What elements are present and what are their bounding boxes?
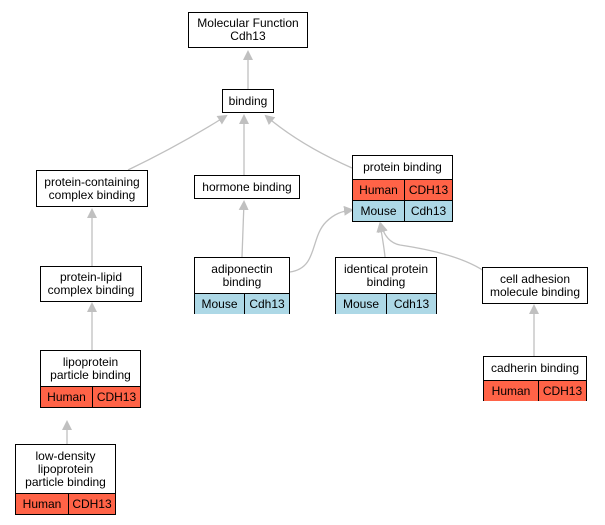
human-annotation-row: Human CDH13 <box>353 179 452 200</box>
gene-label-human: CDH13 <box>538 381 586 401</box>
node-molecular-function-root: Molecular Function Cdh13 <box>188 12 308 48</box>
species-label-human: Human <box>353 180 404 200</box>
node-label: protein-lipid complex binding <box>47 270 135 297</box>
mouse-annotation-row: Mouse Cdh13 <box>336 293 436 314</box>
gene-label-mouse: Cdh13 <box>244 294 289 314</box>
gene-label-human: CDH13 <box>404 180 452 200</box>
edge-adiponectin-to-hormone <box>238 200 249 258</box>
species-label-human: Human <box>41 387 92 407</box>
edge-adiponectin-to-protein <box>289 205 354 273</box>
node-label: identical protein binding <box>343 261 429 289</box>
node-label: adiponectin binding <box>211 261 273 289</box>
node-label: cell adhesion molecule binding <box>489 271 581 299</box>
species-label-human: Human <box>484 381 538 401</box>
node-label: protein-containing complex binding <box>44 174 140 202</box>
node-adiponectin-binding: adiponectin binding Mouse Cdh13 <box>194 257 290 314</box>
gene-label-mouse: Cdh13 <box>404 201 452 221</box>
node-cadherin-binding: cadherin binding Human CDH13 <box>483 356 587 401</box>
node-label: low-density lipoprotein particle binding <box>25 448 106 489</box>
edge-cell-adhesion-to-protein <box>378 222 485 272</box>
node-hormone-binding: hormone binding <box>194 175 300 199</box>
node-label: lipoprotein particle binding <box>50 354 131 382</box>
node-protein-binding: protein binding Human CDH13 Mouse Cdh13 <box>352 155 453 222</box>
edge-protein-to-binding <box>264 114 353 169</box>
node-identical-protein-binding: identical protein binding Mouse Cdh13 <box>335 257 437 314</box>
node-binding: binding <box>222 89 274 113</box>
gene-label-human: CDH13 <box>68 494 115 514</box>
edge-protein-containing-to-binding <box>127 114 228 171</box>
species-label-mouse: Mouse <box>353 201 404 221</box>
mouse-annotation-row: Mouse Cdh13 <box>353 200 452 221</box>
gene-label-human: CDH13 <box>92 387 140 407</box>
node-lipoprotein-particle-binding: lipoprotein particle binding Human CDH13 <box>40 350 141 408</box>
species-label-human: Human <box>16 494 68 514</box>
species-label-mouse: Mouse <box>336 294 386 314</box>
node-protein-containing-complex-binding: protein-containing complex binding <box>36 170 148 207</box>
species-label-mouse: Mouse <box>195 294 244 314</box>
node-protein-lipid-complex-binding: protein-lipid complex binding <box>40 266 142 302</box>
node-label: protein binding <box>363 160 442 174</box>
human-annotation-row: Human CDH13 <box>41 386 140 407</box>
mouse-annotation-row: Mouse Cdh13 <box>195 293 289 314</box>
node-cell-adhesion-molecule-binding: cell adhesion molecule binding <box>482 267 588 304</box>
gene-label-mouse: Cdh13 <box>386 294 436 314</box>
node-label: Molecular Function Cdh13 <box>197 16 299 43</box>
node-label: cadherin binding <box>490 361 580 375</box>
node-low-density-lipoprotein-particle-binding: low-density lipoprotein particle binding… <box>15 444 116 515</box>
human-annotation-row: Human CDH13 <box>16 493 115 514</box>
human-annotation-row: Human CDH13 <box>484 380 586 401</box>
node-label: hormone binding <box>202 179 292 194</box>
node-label: binding <box>228 93 268 108</box>
